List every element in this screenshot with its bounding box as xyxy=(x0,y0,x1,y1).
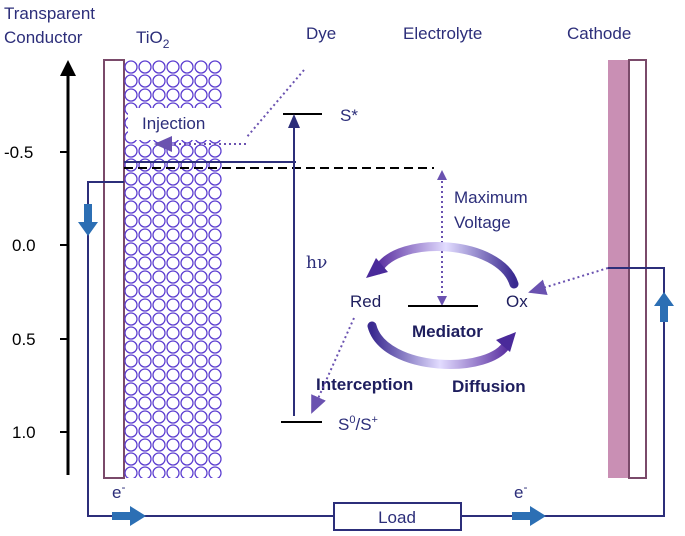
reduction-arc-head xyxy=(496,332,516,352)
s-star-label: S* xyxy=(340,106,358,125)
oxidation-arc xyxy=(373,242,519,289)
tick-label: -0.5 xyxy=(4,143,33,162)
tick-label: 0.0 xyxy=(12,236,36,255)
maximum-label: Maximum xyxy=(454,188,528,207)
mediator-label: Mediator xyxy=(412,322,483,341)
diffusion-label: Diffusion xyxy=(452,377,526,396)
electrolyte-label: Electrolyte xyxy=(403,24,482,43)
excitation-arrowhead xyxy=(288,114,300,128)
load-label: Load xyxy=(378,508,416,527)
injection-label: Injection xyxy=(142,114,205,133)
transparent-conductor-electrode xyxy=(103,59,125,479)
voltage-label: Voltage xyxy=(454,213,511,232)
axis-arrowhead xyxy=(60,60,76,76)
oxidation-arc-head xyxy=(366,258,388,278)
injection-box xyxy=(128,108,236,140)
hv-label: hν xyxy=(306,253,327,273)
s0-label: S0/S+ xyxy=(338,414,378,434)
current-right-arrow-left xyxy=(112,506,146,526)
external-wire-right xyxy=(461,267,665,517)
current-up-arrow xyxy=(654,292,674,322)
tio2-label: TiO2 xyxy=(136,28,170,51)
interception-label: Interception xyxy=(316,375,413,394)
max-voltage-arrow-bottom xyxy=(437,296,447,306)
reduction-arc xyxy=(367,321,513,369)
transparent-label: Transparent xyxy=(4,4,95,23)
max-voltage-arrow-top xyxy=(437,170,447,180)
dye-label: Dye xyxy=(306,24,336,43)
current-right-arrow-right xyxy=(512,506,546,526)
red-label: Red xyxy=(350,292,381,311)
load-box xyxy=(333,502,462,531)
tick-label: 1.0 xyxy=(12,423,36,442)
interception-arrow xyxy=(311,317,355,414)
electron-label-left: e- xyxy=(112,480,125,502)
ox-label: Ox xyxy=(506,292,528,311)
cathode-label: Cathode xyxy=(567,24,631,43)
external-wire-left xyxy=(87,181,334,517)
cathode-to-ox-arrow xyxy=(528,267,609,295)
electron-label-right: e- xyxy=(514,480,527,502)
tick-label: 0.5 xyxy=(12,330,36,349)
conductor-label: Conductor xyxy=(4,28,83,47)
current-down-arrow xyxy=(78,204,98,236)
